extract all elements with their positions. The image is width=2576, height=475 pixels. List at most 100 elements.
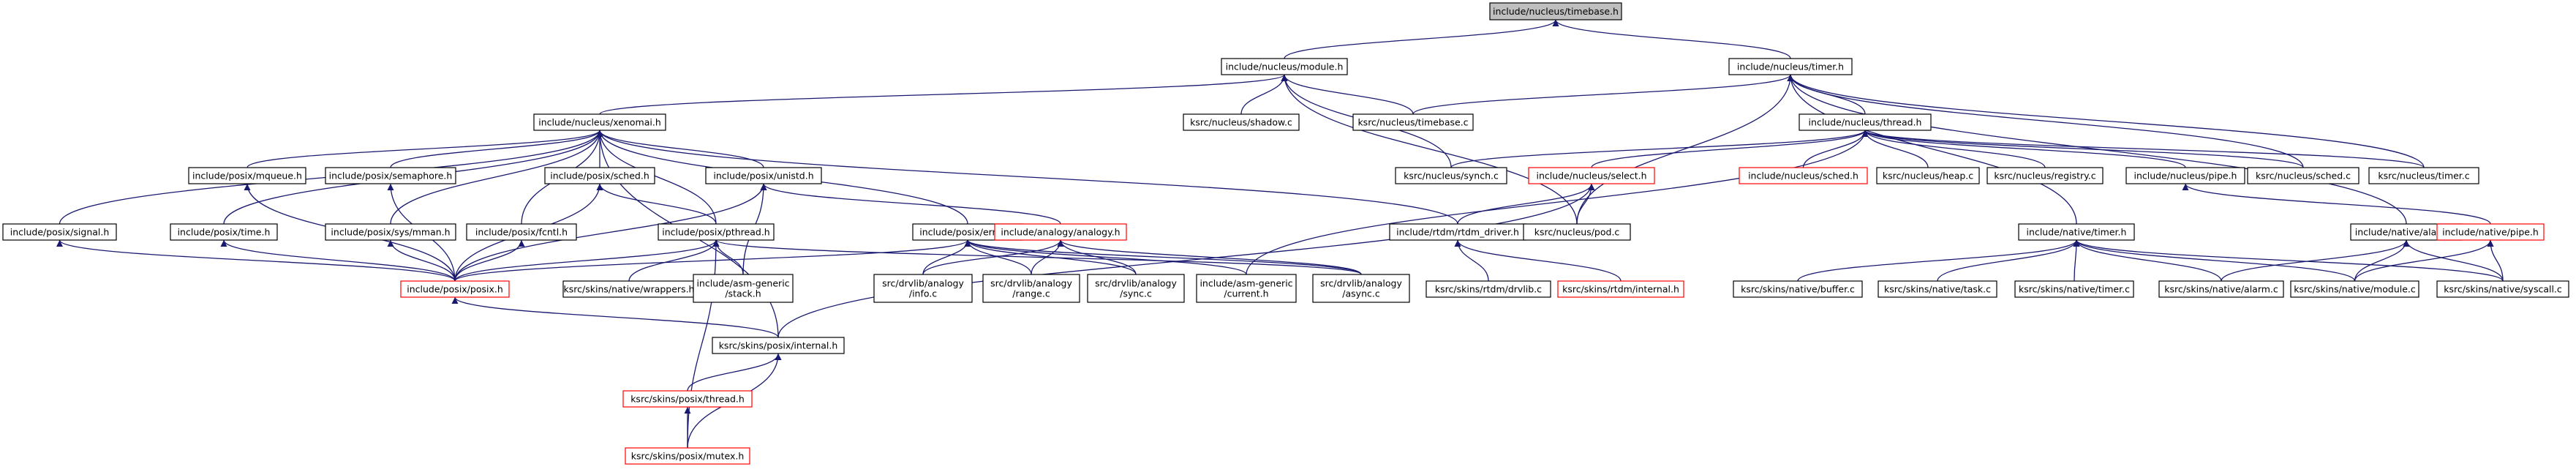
edge-heap_c-to-thread_h	[1861, 130, 1929, 168]
node-nsched-h[interactable]: include/nucleus/sched.h	[1739, 167, 1868, 184]
edge-pod_c-to-timer_h	[1576, 74, 1794, 225]
edge-nmodule_c-to-npipe_h	[2354, 239, 2494, 282]
node-label: ksrc/skins/native/alarm.c	[2164, 284, 2278, 295]
node-label: include/native/timer.h	[2027, 227, 2127, 238]
node-shadow-c[interactable]: ksrc/nucleus/shadow.c	[1183, 113, 1300, 131]
node-wrappers-h[interactable]: ksrc/skins/native/wrappers.h	[562, 280, 696, 298]
node-box	[622, 390, 753, 408]
node-ntimer-c[interactable]: ksrc/skins/native/timer.c	[2014, 280, 2134, 298]
node-rtdm-driver-h[interactable]: include/rtdm/rtdm_driver.h	[1389, 223, 1526, 241]
node-box	[533, 113, 666, 131]
node-analogy-h[interactable]: include/analogy/analogy.h	[994, 223, 1127, 241]
node-pinternal-h[interactable]: ksrc/skins/posix/internal.h	[712, 337, 845, 354]
node-posix-h[interactable]: include/posix/posix.h	[400, 280, 510, 298]
node-pod-c[interactable]: ksrc/nucleus/pod.c	[1523, 223, 1631, 241]
node-box	[693, 274, 794, 303]
node-ntimer-h[interactable]: include/native/timer.h	[2018, 223, 2135, 241]
node-select-h[interactable]: include/nucleus/select.h	[1528, 167, 1655, 184]
node-label: include/nucleus/timer.h	[1737, 61, 1844, 72]
node-sync-c[interactable]: src/drvlib/analogy/sync.c	[1087, 274, 1185, 303]
edge-nalarm_c-to-ntimer_h	[2073, 239, 2222, 282]
node-label: include/nucleus/timebase.h	[1493, 6, 1619, 17]
node-syscall-c[interactable]: ksrc/skins/native/syscall.c	[2436, 280, 2569, 298]
node-sched-h[interactable]: include/posix/sched.h	[544, 167, 655, 184]
edge-mman_h-to-xenomai_h	[390, 130, 603, 225]
node-module-h[interactable]: include/nucleus/module.h	[1221, 58, 1348, 75]
node-box	[1739, 167, 1868, 184]
node-info-c[interactable]: src/drvlib/analogy/info.c	[873, 274, 973, 303]
node-mman-h[interactable]: include/posix/sys/mman.h	[325, 223, 456, 241]
node-timebase-c[interactable]: ksrc/nucleus/timebase.c	[1352, 113, 1474, 131]
node-rtdm-drvlib-c[interactable]: ksrc/skins/rtdm/drvlib.c	[1426, 280, 1551, 298]
node-task-c[interactable]: ksrc/skins/native/task.c	[1878, 280, 1997, 298]
node-async-c[interactable]: src/drvlib/analogy/async.c	[1312, 274, 1410, 303]
node-box	[170, 223, 278, 241]
node-box	[2, 223, 117, 241]
edge-xenomai_h-to-module_h	[599, 74, 1288, 115]
node-label: include/nucleus/select.h	[1536, 171, 1646, 182]
node-mqueue-h[interactable]: include/posix/mqueue.h	[188, 167, 306, 184]
node-registry-c[interactable]: ksrc/nucleus/registry.c	[1986, 167, 2104, 184]
node-box	[1876, 167, 1980, 184]
node-box	[400, 280, 510, 298]
node-label: include/native/alarm.h	[2355, 227, 2458, 238]
edges-layer	[56, 19, 2504, 449]
edge-synch_c-to-thread_h	[1450, 130, 1869, 168]
node-alarm-h[interactable]: include/native/alarm.h	[2350, 223, 2463, 241]
node-box	[873, 274, 973, 303]
node-stack-h[interactable]: include/asm-generic/stack.h	[693, 274, 794, 303]
node-nmodule-c[interactable]: ksrc/skins/native/module.c	[2290, 280, 2419, 298]
node-label: include/nucleus/xenomai.h	[538, 117, 661, 128]
edge-wrappers_h-to-pthread_h	[628, 239, 720, 282]
edge-posix_h-to-pthread_h	[454, 239, 720, 282]
edge-async_c-to-errno_h	[964, 239, 1362, 275]
node-rtdm-internal-h[interactable]: ksrc/skins/rtdm/internal.h	[1557, 280, 1684, 298]
node-box	[994, 223, 1127, 241]
node-box	[2018, 223, 2135, 241]
node-synch-c[interactable]: ksrc/nucleus/synch.c	[1395, 167, 1507, 184]
edge-pipe_h-to-thread_h	[1861, 130, 2186, 168]
node-fcntl-h[interactable]: include/posix/fcntl.h	[466, 223, 577, 241]
node-box	[2436, 223, 2545, 241]
node-box	[1728, 58, 1853, 75]
node-npipe-h[interactable]: include/native/pipe.h	[2436, 223, 2545, 241]
node-label: include/asm-generic/stack.h	[696, 278, 789, 299]
node-box	[1312, 274, 1410, 303]
edge-syscall_c-to-alarm_h	[2403, 239, 2504, 282]
edge-syscall_c-to-npipe_h	[2487, 239, 2504, 282]
node-pipe-h[interactable]: include/nucleus/pipe.h	[2125, 167, 2245, 184]
node-timebase-h[interactable]: include/nucleus/timebase.h	[1489, 2, 1622, 20]
edge-timebase_c-to-timer_h	[1412, 74, 1794, 115]
node-timer-h[interactable]: include/nucleus/timer.h	[1728, 58, 1853, 75]
node-sched-c[interactable]: ksrc/nucleus/sched.c	[2247, 167, 2360, 184]
node-label: include/posix/errno.h	[919, 227, 1015, 238]
edge-pod_c-to-module_h	[1281, 74, 1578, 225]
edge-posix_h-to-errno_h	[454, 239, 971, 282]
node-mutex-h[interactable]: ksrc/skins/posix/mutex.h	[625, 447, 750, 465]
node-pthread-kh[interactable]: ksrc/skins/posix/thread.h	[622, 390, 753, 408]
node-pthread-h[interactable]: include/posix/pthread.h	[658, 223, 775, 241]
node-thread-h[interactable]: include/nucleus/thread.h	[1799, 113, 1932, 131]
node-label: ksrc/nucleus/shadow.c	[1190, 117, 1292, 128]
node-xenomai-h[interactable]: include/nucleus/xenomai.h	[533, 113, 666, 131]
node-nalarm-c[interactable]: ksrc/skins/native/alarm.c	[2158, 280, 2284, 298]
node-unistd-h[interactable]: include/posix/unistd.h	[705, 167, 822, 184]
node-current-h[interactable]: include/asm-generic/current.h	[1196, 274, 1297, 303]
node-range-c[interactable]: src/drvlib/analogy/range.c	[982, 274, 1080, 303]
node-label: include/nucleus/thread.h	[1809, 117, 1922, 128]
node-box	[1087, 274, 1185, 303]
edge-pinternal_h-to-select_h	[777, 183, 1595, 338]
node-label: src/drvlib/analogy/async.c	[1320, 278, 1402, 299]
node-box	[1878, 280, 1997, 298]
node-label: ksrc/nucleus/timer.c	[2378, 171, 2469, 182]
node-time-h[interactable]: include/posix/time.h	[170, 223, 278, 241]
node-signal-h[interactable]: include/posix/signal.h	[2, 223, 117, 241]
node-buffer-c[interactable]: ksrc/skins/native/buffer.c	[1733, 280, 1863, 298]
node-label: ksrc/nucleus/sched.c	[2256, 171, 2351, 182]
edge-posix_h-to-mman_h	[387, 239, 456, 282]
node-semaphore-h[interactable]: include/posix/semaphore.h	[325, 167, 456, 184]
node-timer-c[interactable]: ksrc/nucleus/timer.c	[2368, 167, 2479, 184]
edge-analogy_h-to-unistd_h	[760, 183, 1061, 225]
node-label: ksrc/nucleus/timebase.c	[1357, 117, 1468, 128]
node-heap-c[interactable]: ksrc/nucleus/heap.c	[1876, 167, 1980, 184]
